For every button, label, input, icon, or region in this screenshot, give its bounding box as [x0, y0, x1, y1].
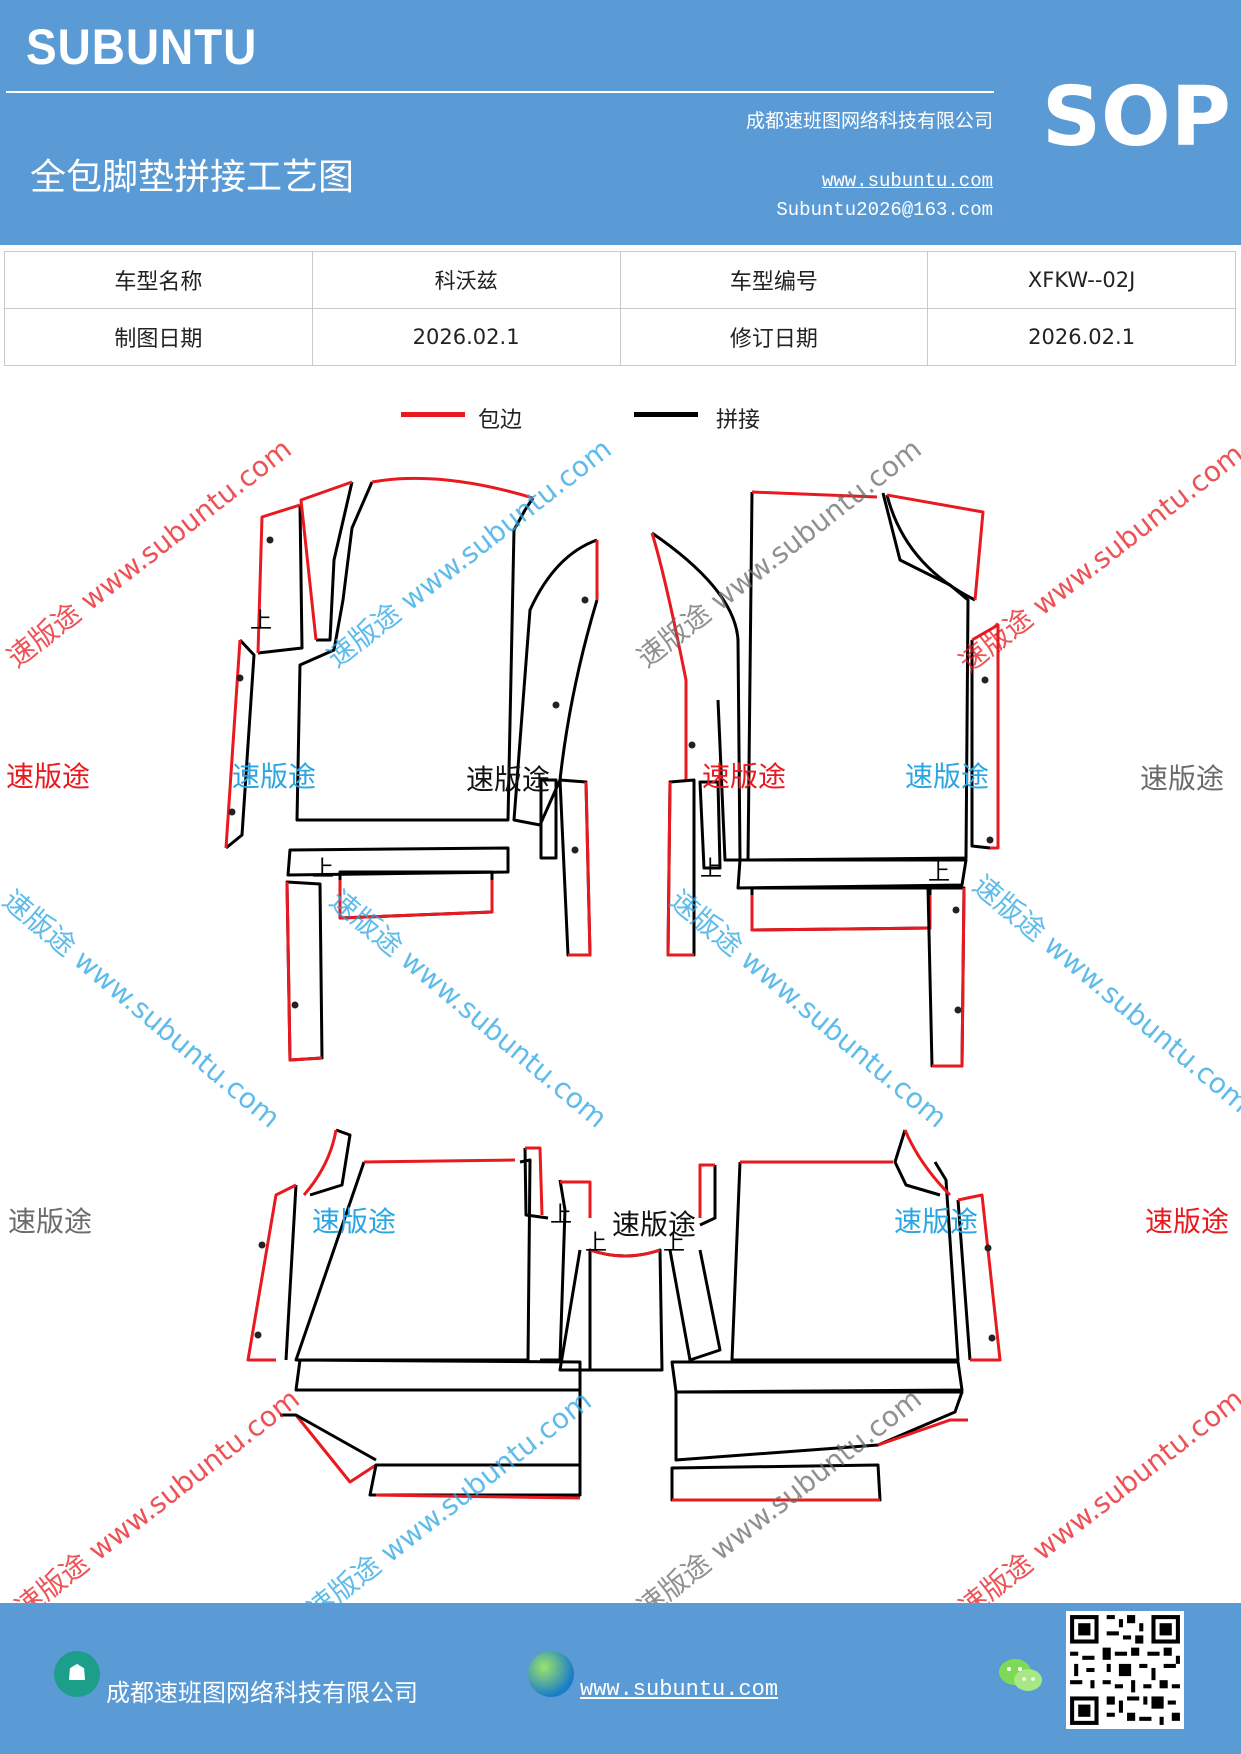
seam-mark: 上 [663, 1231, 685, 1256]
watermark-label: 速版途 [8, 1205, 93, 1238]
info-table: 车型名称 科沃兹 车型编号 XFKW--02J 制图日期 2026.02.1 修… [4, 251, 1236, 366]
footer-company: 成都速班图网络科技有限公司 [106, 1679, 418, 1707]
seam-mark: 上 [928, 861, 950, 886]
watermark-label: 速版途 [1140, 762, 1225, 795]
page-title: 全包脚垫拼接工艺图 [30, 157, 355, 198]
watermark-label: 速版途 [232, 760, 317, 793]
legend: 包边 拼接 [0, 402, 1241, 442]
brand-logo: SUBUNTU [26, 19, 258, 75]
seam-mark: 上 [700, 857, 722, 882]
floor-mat-diagram: .pk { fill: none; stroke: #000; stroke-w… [224, 476, 1002, 1502]
seam-mark: 上 [250, 609, 272, 634]
watermark-label: 速版途 [905, 760, 990, 793]
home-icon: ☗ [54, 1651, 100, 1697]
rear-right-mat [670, 1129, 1002, 1502]
legend-label-edge: 包边 [478, 408, 523, 433]
label-draw-date: 制图日期 [4, 308, 313, 366]
wechat-icon [999, 1659, 1042, 1691]
watermark-label: 速版途 [466, 763, 551, 796]
label-model-name: 车型名称 [4, 251, 313, 309]
footer-banner: ☗ 成都速班图网络科技有限公司 www.subuntu.com [0, 1603, 1241, 1754]
table-row: 车型名称 科沃兹 车型编号 XFKW--02J [4, 251, 1236, 309]
value-draw-date: 2026.02.1 [311, 308, 621, 366]
seam-mark: 上 [312, 857, 334, 882]
front-right-mat [650, 490, 1000, 1068]
sop-label: SOP [1042, 70, 1231, 165]
seam-mark: 上 [585, 1231, 607, 1256]
watermark-label: 速版途 [1145, 1205, 1230, 1238]
website-link[interactable]: www.subuntu.com [821, 170, 993, 192]
front-left-mat [224, 476, 599, 1062]
watermark-label: 速版途 [6, 760, 91, 793]
label-model-code: 车型编号 [619, 251, 929, 309]
seam-markers: 上 上 上 上 上 上 上 [250, 609, 950, 1256]
value-model-name: 科沃兹 [311, 251, 621, 309]
footer-website-link[interactable]: www.subuntu.com [580, 1677, 779, 1702]
company-name: 成都速班图网络科技有限公司 [745, 110, 993, 132]
legend-swatch-edge [401, 412, 465, 417]
header-banner: SUBUNTU 成都速班图网络科技有限公司 全包脚垫拼接工艺图 www.subu… [0, 0, 1241, 245]
value-model-code: XFKW--02J [927, 251, 1236, 309]
seam-mark: 上 [550, 1203, 572, 1228]
legend-label-seam: 拼接 [716, 408, 761, 433]
label-revision-date: 修订日期 [619, 308, 929, 366]
watermark-label: 速版途 [894, 1205, 979, 1238]
qr-code [1066, 1611, 1184, 1729]
globe-icon [528, 1651, 574, 1697]
rear-left-mat [246, 1128, 592, 1500]
table-row: 制图日期 2026.02.1 修订日期 2026.02.1 [4, 308, 1236, 366]
watermark-label: 速版途 [702, 760, 787, 793]
watermark-label: 速版途 [612, 1208, 697, 1241]
value-revision-date: 2026.02.1 [927, 308, 1236, 366]
rear-center-mat [558, 1248, 722, 1372]
email-address: Subuntu2026@163.com [776, 199, 993, 221]
legend-swatch-seam [634, 412, 698, 417]
watermark-label: 速版途 [312, 1205, 397, 1238]
header-divider [6, 91, 994, 93]
